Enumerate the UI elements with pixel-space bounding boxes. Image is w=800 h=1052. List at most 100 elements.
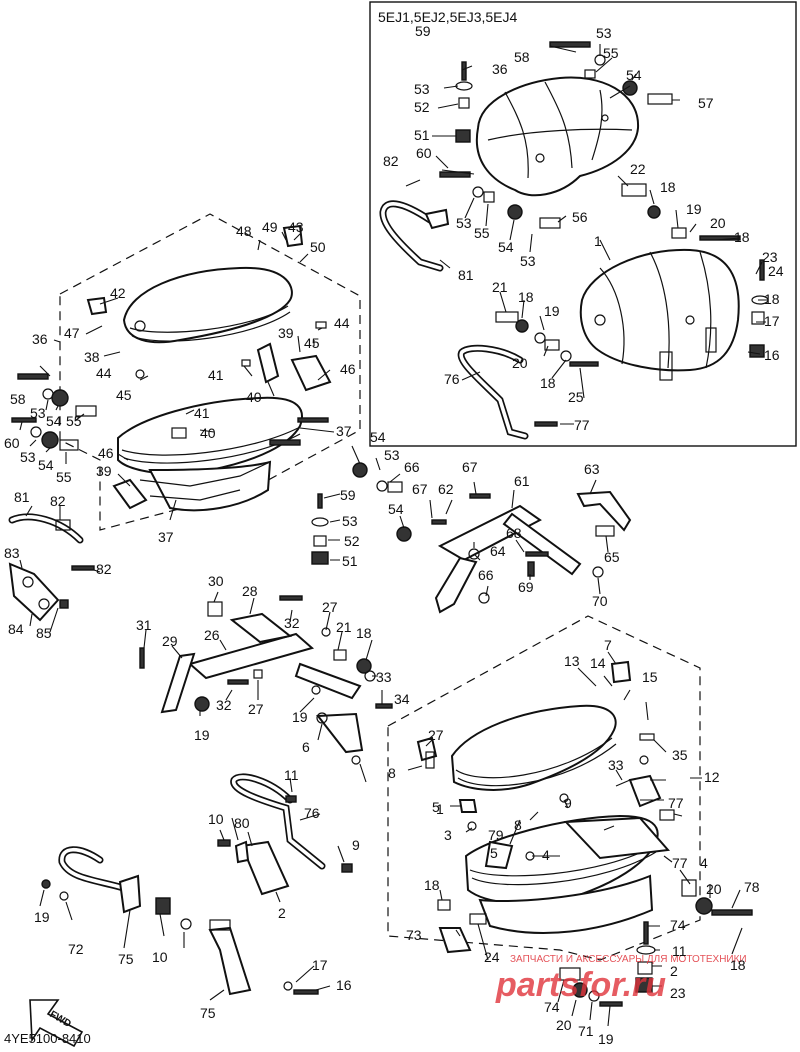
callout-46: 46 xyxy=(340,361,356,377)
callout-48: 48 xyxy=(236,223,252,239)
center-fasteners xyxy=(311,462,403,565)
callout-74: 74 xyxy=(544,999,560,1015)
callout-45: 45 xyxy=(116,387,132,403)
callout-53: 53 xyxy=(20,449,36,465)
callout-37: 37 xyxy=(158,529,174,545)
callout-18: 18 xyxy=(730,957,746,973)
callout-1: 1 xyxy=(594,233,602,249)
callout-11: 11 xyxy=(672,943,687,959)
inset-support-bar-76 xyxy=(457,344,529,440)
callout-9: 9 xyxy=(352,837,360,853)
lower-right-assembly xyxy=(387,615,753,1007)
callout-73: 73 xyxy=(406,927,422,943)
callout-20: 20 xyxy=(512,355,528,371)
callout-59: 59 xyxy=(415,23,431,39)
callout-25: 25 xyxy=(0,0,16,3)
callout-75: 75 xyxy=(118,951,134,967)
upper-left-leader-lines xyxy=(53,231,401,521)
callout-53: 53 xyxy=(596,25,612,41)
callout-53: 53 xyxy=(456,215,472,231)
callout-60: 60 xyxy=(416,145,432,161)
inset-upper-saddlebag xyxy=(475,76,640,197)
left-support-bar xyxy=(8,505,101,633)
callout-18: 18 xyxy=(540,375,556,391)
callout-19: 19 xyxy=(194,727,210,743)
callout-77: 77 xyxy=(574,417,590,433)
callout-10: 10 xyxy=(152,949,168,965)
callout-21: 21 xyxy=(492,279,508,295)
callout-53: 53 xyxy=(414,81,430,97)
callout-30: 30 xyxy=(208,573,224,589)
callout-27: 27 xyxy=(428,727,444,743)
callout-28: 28 xyxy=(242,583,258,599)
callout-39: 39 xyxy=(278,325,294,341)
callout-14: 14 xyxy=(590,655,606,671)
callout-2: 2 xyxy=(278,905,286,921)
callout-4: 4 xyxy=(542,847,550,863)
callout-82: 82 xyxy=(383,153,399,169)
callout-58: 58 xyxy=(514,49,530,65)
callout-63: 63 xyxy=(584,461,600,477)
callout-55: 55 xyxy=(474,225,490,241)
callout-72: 72 xyxy=(68,941,84,957)
callout-23: 23 xyxy=(762,249,778,265)
callout-33: 33 xyxy=(376,669,392,685)
callout-54: 54 xyxy=(370,429,386,445)
callout-6: 6 xyxy=(302,739,310,755)
callout-70: 70 xyxy=(592,593,608,609)
callout-22: 22 xyxy=(630,161,646,177)
callout-19: 19 xyxy=(686,201,702,217)
callout-53: 53 xyxy=(520,253,536,269)
callout-21: 21 xyxy=(336,619,352,635)
callout-82: 82 xyxy=(96,561,112,577)
callout-82: 82 xyxy=(50,493,66,509)
callout-53: 53 xyxy=(30,405,46,421)
callout-42: 42 xyxy=(110,285,126,301)
callout-19: 19 xyxy=(34,909,50,925)
callout-33: 33 xyxy=(608,757,624,773)
callout-36: 36 xyxy=(32,331,48,347)
callout-18: 18 xyxy=(734,229,750,245)
callout-23: 23 xyxy=(670,985,686,1001)
upper-left-assembly xyxy=(59,213,361,531)
callout-71: 71 xyxy=(578,1023,594,1039)
callout-31: 31 xyxy=(136,617,152,633)
callout-47: 47 xyxy=(64,325,80,341)
callout-7: 7 xyxy=(604,637,612,653)
callout-51: 51 xyxy=(342,553,358,569)
callout-67: 67 xyxy=(412,481,428,497)
callout-54: 54 xyxy=(498,239,514,255)
callout-8: 8 xyxy=(388,765,396,781)
callout-20: 20 xyxy=(710,215,726,231)
callout-57: 57 xyxy=(698,95,714,111)
callout-39: 39 xyxy=(96,463,112,479)
callout-36: 36 xyxy=(492,61,508,77)
callout-68: 68 xyxy=(506,525,522,541)
callout-5: 5 xyxy=(432,799,440,815)
callout-18: 18 xyxy=(356,625,372,641)
callout-51: 51 xyxy=(414,127,430,143)
callout-17: 17 xyxy=(312,957,328,973)
callout-35: 35 xyxy=(672,747,688,763)
callout-25: 25 xyxy=(568,389,584,405)
callout-79: 79 xyxy=(488,827,504,843)
callout-19: 19 xyxy=(544,303,560,319)
callout-56: 56 xyxy=(572,209,588,225)
inset-lower-saddlebag xyxy=(579,248,740,381)
callout-76: 76 xyxy=(444,371,460,387)
callout-4: 4 xyxy=(700,855,708,871)
callout-77: 77 xyxy=(668,795,684,811)
bracket-assembly xyxy=(396,479,632,614)
watermark-tagline: ЗАПЧАСТИ И АКСЕССУАРЫ ДЛЯ МОТОТЕХНИКИ xyxy=(510,954,747,965)
callout-5: 5 xyxy=(490,845,498,861)
callout-52: 52 xyxy=(414,99,430,115)
callout-54: 54 xyxy=(626,67,642,83)
callout-54: 54 xyxy=(46,413,62,429)
callout-76: 76 xyxy=(304,805,320,821)
callout-41: 41 xyxy=(194,405,210,421)
inset-leader-lines xyxy=(405,44,768,425)
callout-83: 83 xyxy=(4,545,20,561)
callout-32: 32 xyxy=(216,697,232,713)
callout-54: 54 xyxy=(38,457,54,473)
callout-32: 32 xyxy=(284,615,300,631)
